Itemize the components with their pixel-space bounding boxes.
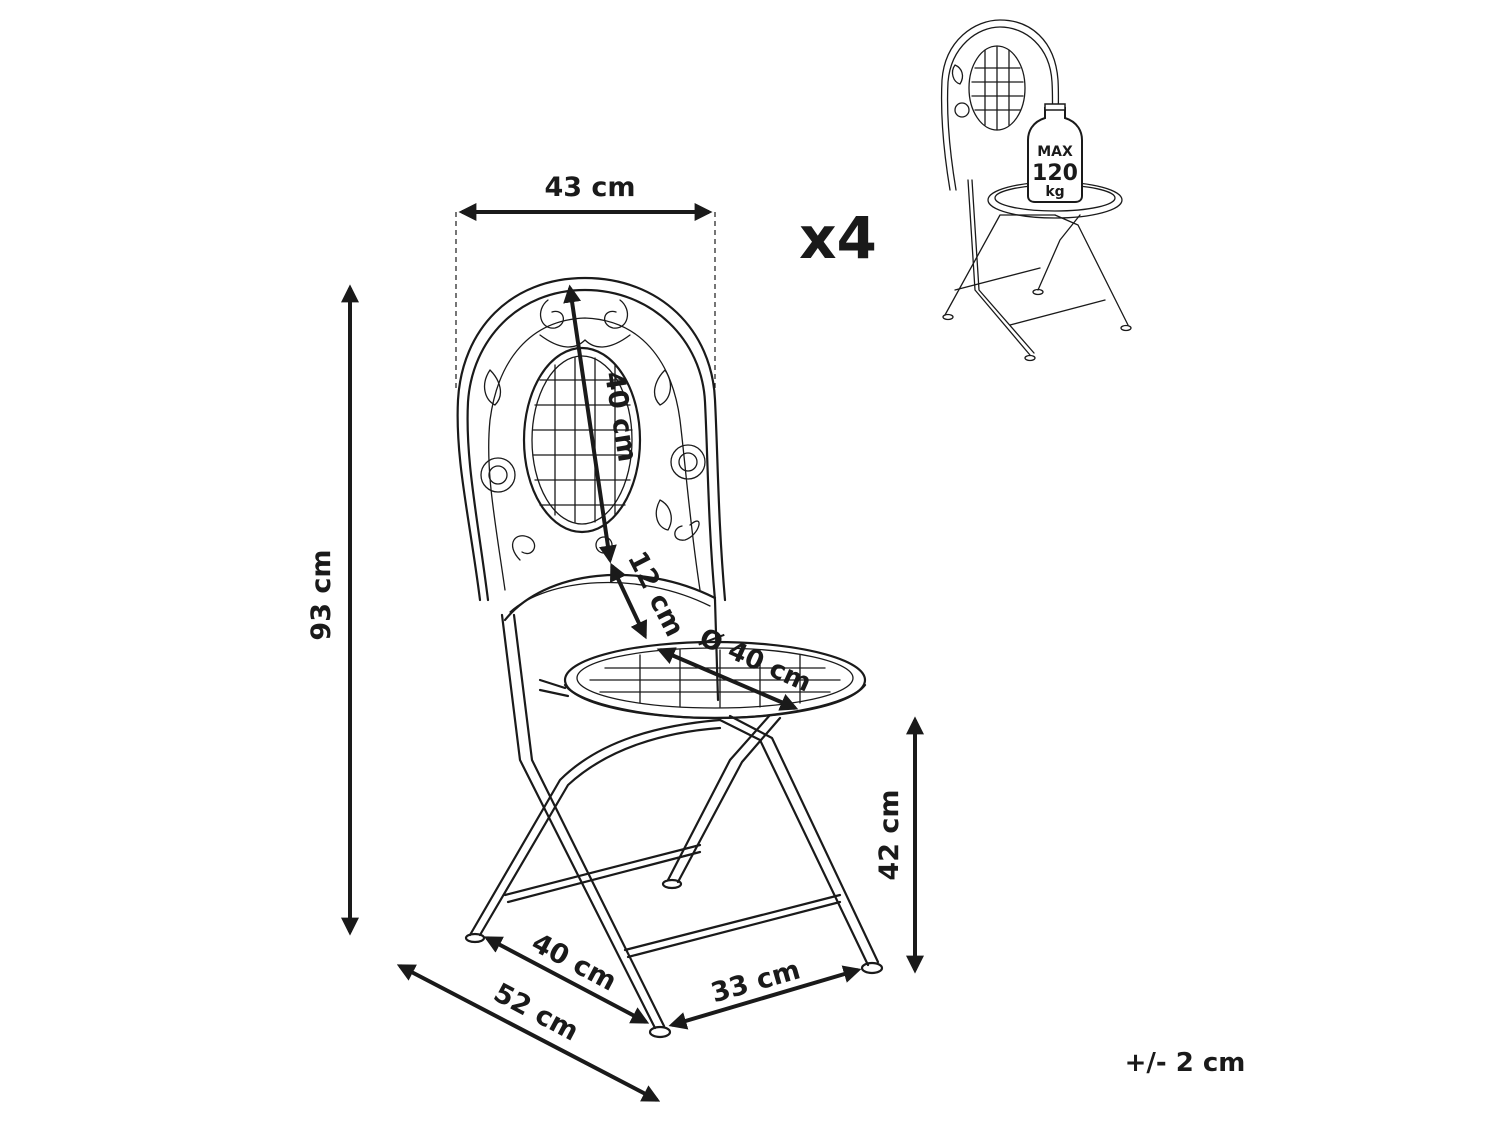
dimension-depth-outer: 52 cm (396, 964, 661, 1102)
flower-left-icon (480, 457, 516, 493)
label-depth-inner: 40 cm (526, 927, 621, 997)
tolerance-note: +/- 2 cm (1125, 1048, 1246, 1078)
dimension-base-width: 33 cm (668, 954, 862, 1030)
dimension-seat-diameter: Ø 40 cm (656, 623, 816, 711)
max-load-label-max: MAX (1037, 144, 1073, 160)
dimension-seat-height: 42 cm (874, 716, 924, 974)
label-height-total: 93 cm (306, 549, 337, 640)
max-load-badge: MAX 120 kg (1027, 103, 1083, 203)
dimension-backrest-height: 40 cm (563, 284, 643, 564)
label-seat-height: 42 cm (874, 789, 905, 880)
dimension-height-total: 93 cm (306, 284, 359, 936)
label-backrest-height: 40 cm (598, 369, 643, 464)
quantity-label: x4 (799, 204, 877, 272)
label-seat-diameter: Ø 40 cm (695, 623, 816, 699)
flower-right-icon (670, 444, 706, 480)
chair-main-illustration (456, 276, 884, 1039)
label-width-top: 43 cm (544, 172, 635, 203)
dimension-width-top: 43 cm (455, 172, 716, 392)
max-load-label-value: 120 (1032, 161, 1078, 186)
max-load-label-unit: kg (1045, 184, 1064, 200)
dimension-backrest-gap: 12 cm (609, 547, 690, 642)
